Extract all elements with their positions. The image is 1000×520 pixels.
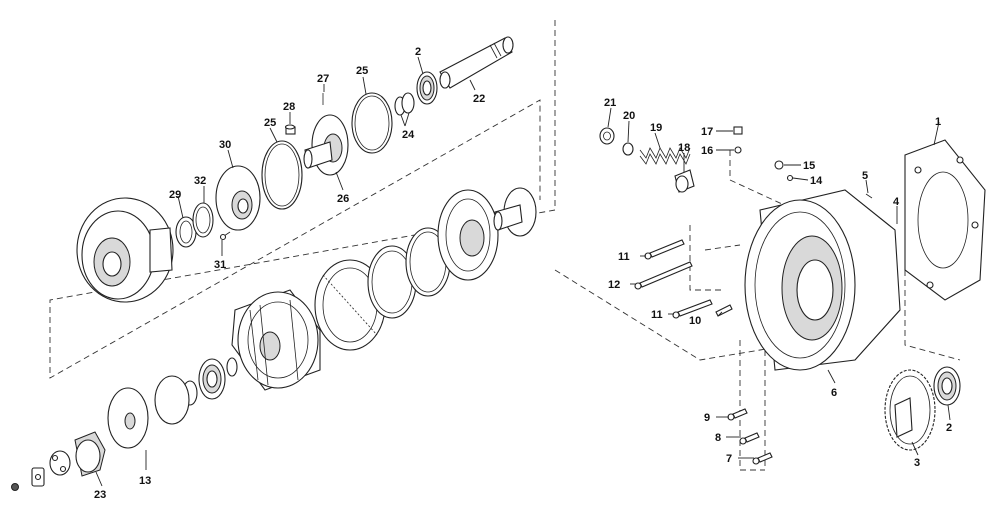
ring-25-left bbox=[261, 140, 303, 210]
torque-converter bbox=[76, 197, 174, 303]
plug-15 bbox=[774, 160, 784, 170]
bearing-2-upper bbox=[416, 71, 438, 105]
callout-25-left: 25 bbox=[264, 117, 276, 129]
callout-20: 20 bbox=[623, 110, 635, 122]
callout-7: 7 bbox=[726, 453, 732, 465]
seal-20 bbox=[622, 142, 634, 156]
callout-27: 27 bbox=[317, 73, 329, 85]
assembly-guide-lines bbox=[49, 20, 961, 471]
callout-13: 13 bbox=[139, 475, 151, 487]
callout-21: 21 bbox=[604, 97, 616, 109]
washer-left bbox=[31, 467, 45, 487]
spring-19 bbox=[639, 147, 691, 165]
pin-5 bbox=[865, 193, 873, 199]
callout-2-lower: 2 bbox=[946, 422, 952, 434]
callout-5: 5 bbox=[862, 170, 868, 182]
callout-15: 15 bbox=[803, 160, 815, 172]
callout-32: 32 bbox=[194, 175, 206, 187]
ring-small-1 bbox=[226, 357, 238, 377]
washer-21 bbox=[599, 127, 615, 145]
bolt-7 bbox=[752, 452, 773, 465]
callout-2-upper: 2 bbox=[415, 46, 421, 58]
main-housing-6 bbox=[744, 189, 901, 371]
ring-32 bbox=[192, 202, 214, 238]
bolt-11-lower bbox=[672, 299, 713, 319]
callout-6: 6 bbox=[831, 387, 837, 399]
callout-28: 28 bbox=[283, 101, 295, 113]
screw-31 bbox=[219, 231, 231, 241]
bolt-28 bbox=[284, 124, 296, 135]
callout-14: 14 bbox=[810, 175, 823, 187]
callout-30: 30 bbox=[219, 139, 231, 151]
callout-19: 19 bbox=[650, 122, 662, 134]
callout-11-lower: 11 bbox=[651, 309, 663, 321]
callout-29: 29 bbox=[169, 189, 181, 201]
bolt-8 bbox=[739, 432, 760, 445]
callout-31: 31 bbox=[214, 259, 226, 271]
pump-cover-30 bbox=[215, 165, 261, 231]
gasket-plate-1 bbox=[904, 139, 986, 301]
callout-1: 1 bbox=[935, 116, 941, 128]
disc-13 bbox=[107, 387, 149, 449]
callout-24: 24 bbox=[402, 129, 415, 141]
bolt-left bbox=[11, 483, 19, 491]
ring-25-upper bbox=[351, 92, 393, 154]
ring-29 bbox=[175, 216, 197, 248]
coupling-23 bbox=[49, 431, 106, 477]
friction-plate bbox=[437, 189, 499, 281]
leader-lines bbox=[95, 56, 951, 487]
callout-9: 9 bbox=[704, 412, 710, 424]
gear-3 bbox=[884, 369, 936, 451]
bolt-9 bbox=[727, 408, 748, 421]
callout-12: 12 bbox=[608, 279, 620, 291]
callout-23: 23 bbox=[94, 489, 106, 501]
callout-25-upper: 25 bbox=[356, 65, 368, 77]
callout-26: 26 bbox=[337, 193, 349, 205]
stator-shaft-26 bbox=[303, 114, 349, 176]
callout-10: 10 bbox=[689, 315, 701, 327]
plug-17 bbox=[733, 126, 743, 135]
callout-11-upper: 11 bbox=[618, 251, 630, 263]
callout-16: 16 bbox=[701, 145, 713, 157]
callout-8: 8 bbox=[715, 432, 721, 444]
callouts: 1 2 2 3 4 5 6 7 8 9 10 11 11 12 13 14 15… bbox=[94, 46, 952, 501]
bolt-12 bbox=[634, 261, 693, 290]
hub-flange bbox=[493, 187, 537, 237]
callout-22: 22 bbox=[473, 93, 485, 105]
callout-18: 18 bbox=[678, 142, 690, 154]
screw-16 bbox=[734, 146, 742, 154]
callout-4: 4 bbox=[893, 196, 900, 208]
callout-3: 3 bbox=[914, 457, 920, 469]
bearing-lower bbox=[198, 358, 226, 400]
bolt-11-upper bbox=[644, 239, 685, 260]
screw-14 bbox=[786, 174, 794, 182]
pump-housing bbox=[231, 289, 321, 391]
plug-18 bbox=[674, 169, 695, 193]
callout-17: 17 bbox=[701, 126, 713, 138]
input-shaft-22 bbox=[439, 36, 514, 89]
bolt-10 bbox=[715, 304, 733, 317]
bearing-2-lower bbox=[933, 366, 961, 406]
snap-rings-24 bbox=[394, 92, 415, 116]
ring-medium bbox=[154, 375, 190, 425]
